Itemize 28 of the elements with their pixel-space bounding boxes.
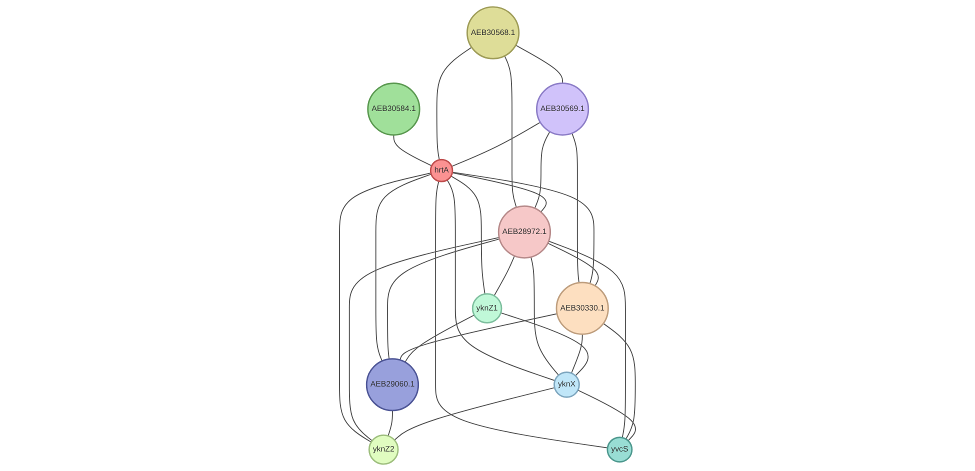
connector (602, 322, 636, 440)
connector (393, 134, 432, 166)
connector (534, 131, 550, 209)
connector (577, 390, 636, 442)
connector (504, 55, 517, 208)
connector (452, 172, 594, 284)
connector (435, 180, 608, 448)
connector (451, 122, 541, 167)
connector (387, 238, 500, 360)
connector (394, 387, 556, 441)
connector (436, 46, 472, 160)
connector (450, 176, 486, 295)
connector (348, 237, 500, 442)
connector (530, 256, 560, 376)
connector (500, 312, 589, 376)
connector (547, 242, 599, 286)
connector (548, 240, 626, 438)
connector (339, 172, 432, 443)
connector (494, 255, 516, 296)
connector (570, 334, 583, 374)
connector (388, 410, 393, 436)
connector (400, 313, 558, 360)
connector (515, 44, 564, 84)
connector (404, 314, 475, 363)
connector (452, 172, 547, 213)
connector (571, 132, 580, 284)
connector (375, 174, 432, 362)
connector (446, 179, 556, 382)
